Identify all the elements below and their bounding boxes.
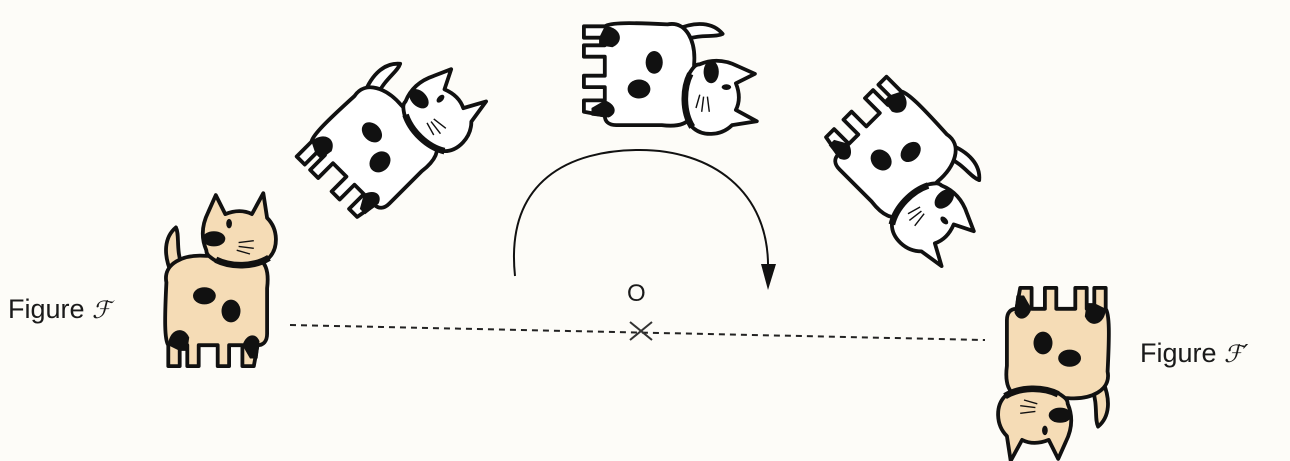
figure-image-label-word: Figure <box>1140 338 1217 368</box>
center-label: O <box>627 282 646 306</box>
figure-image-label: Figure ℱ′ <box>1140 340 1248 367</box>
dog-figure-rotated-90 <box>584 23 757 134</box>
dog-figure-image <box>998 288 1109 461</box>
dog-figure-original <box>165 193 276 366</box>
figure-label-symbol: ℱ <box>92 296 111 324</box>
figure-label: Figure ℱ <box>8 296 111 323</box>
dog-figure-rotated-135 <box>810 74 1011 275</box>
figure-image-label-symbol: ℱ′ <box>1224 340 1248 368</box>
dog-figure-rotated-45 <box>294 32 495 233</box>
rotation-arrow <box>514 150 776 290</box>
center-cross <box>630 322 652 340</box>
figure-label-word: Figure <box>8 294 85 324</box>
